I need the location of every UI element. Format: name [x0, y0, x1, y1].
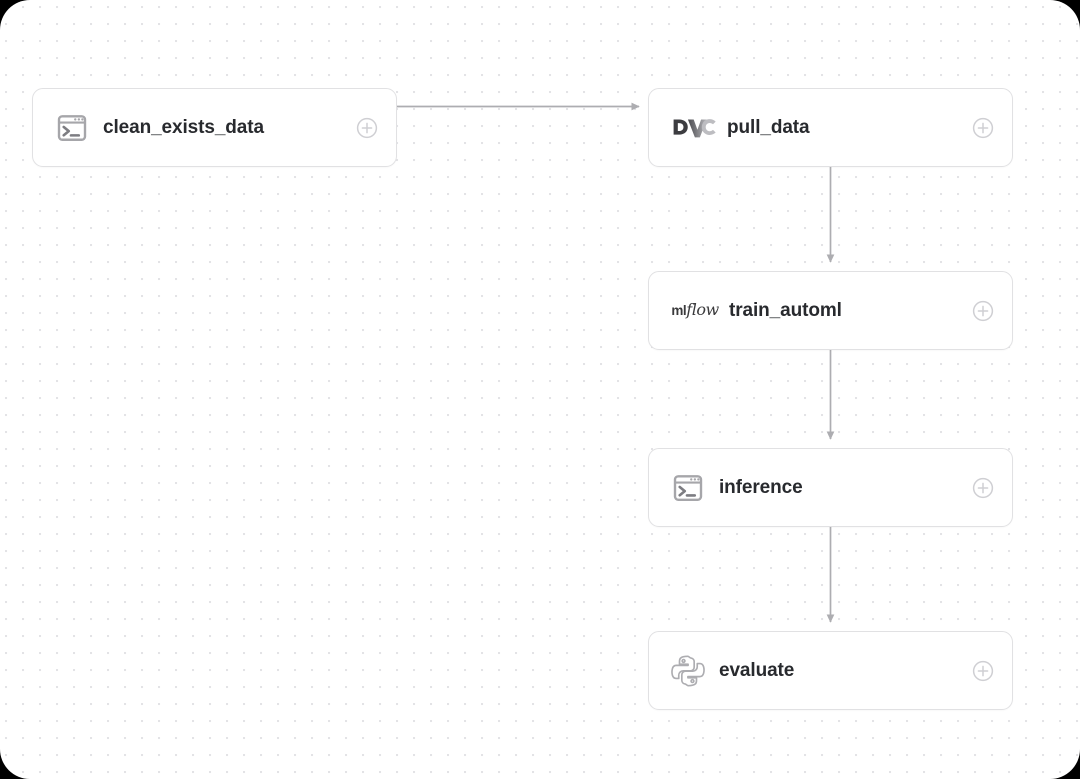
add-node-button[interactable]: [972, 300, 994, 322]
mlflow-prefix: ml: [671, 303, 687, 318]
node-inference[interactable]: inference: [648, 448, 1013, 527]
python-icon: [671, 654, 705, 688]
mlflow-suffix: flow: [686, 300, 719, 319]
node-pull-data[interactable]: pull_data: [648, 88, 1013, 167]
add-node-button[interactable]: [972, 117, 994, 139]
terminal-icon: [55, 111, 89, 145]
node-label: evaluate: [719, 659, 795, 681]
add-node-button[interactable]: [972, 477, 994, 499]
node-clean-exists-data[interactable]: clean_exists_data: [32, 88, 397, 167]
mlflow-icon: mlflow: [669, 294, 721, 328]
node-label: pull_data: [727, 116, 810, 138]
dvc-icon: [671, 111, 717, 145]
node-evaluate[interactable]: evaluate: [648, 631, 1013, 710]
node-label: train_automl: [729, 299, 842, 321]
node-label: clean_exists_data: [103, 116, 264, 138]
add-node-button[interactable]: [972, 660, 994, 682]
add-node-button[interactable]: [356, 117, 378, 139]
node-label: inference: [719, 476, 803, 498]
node-train-automl[interactable]: mlflow train_automl: [648, 271, 1013, 350]
terminal-icon: [671, 471, 705, 505]
